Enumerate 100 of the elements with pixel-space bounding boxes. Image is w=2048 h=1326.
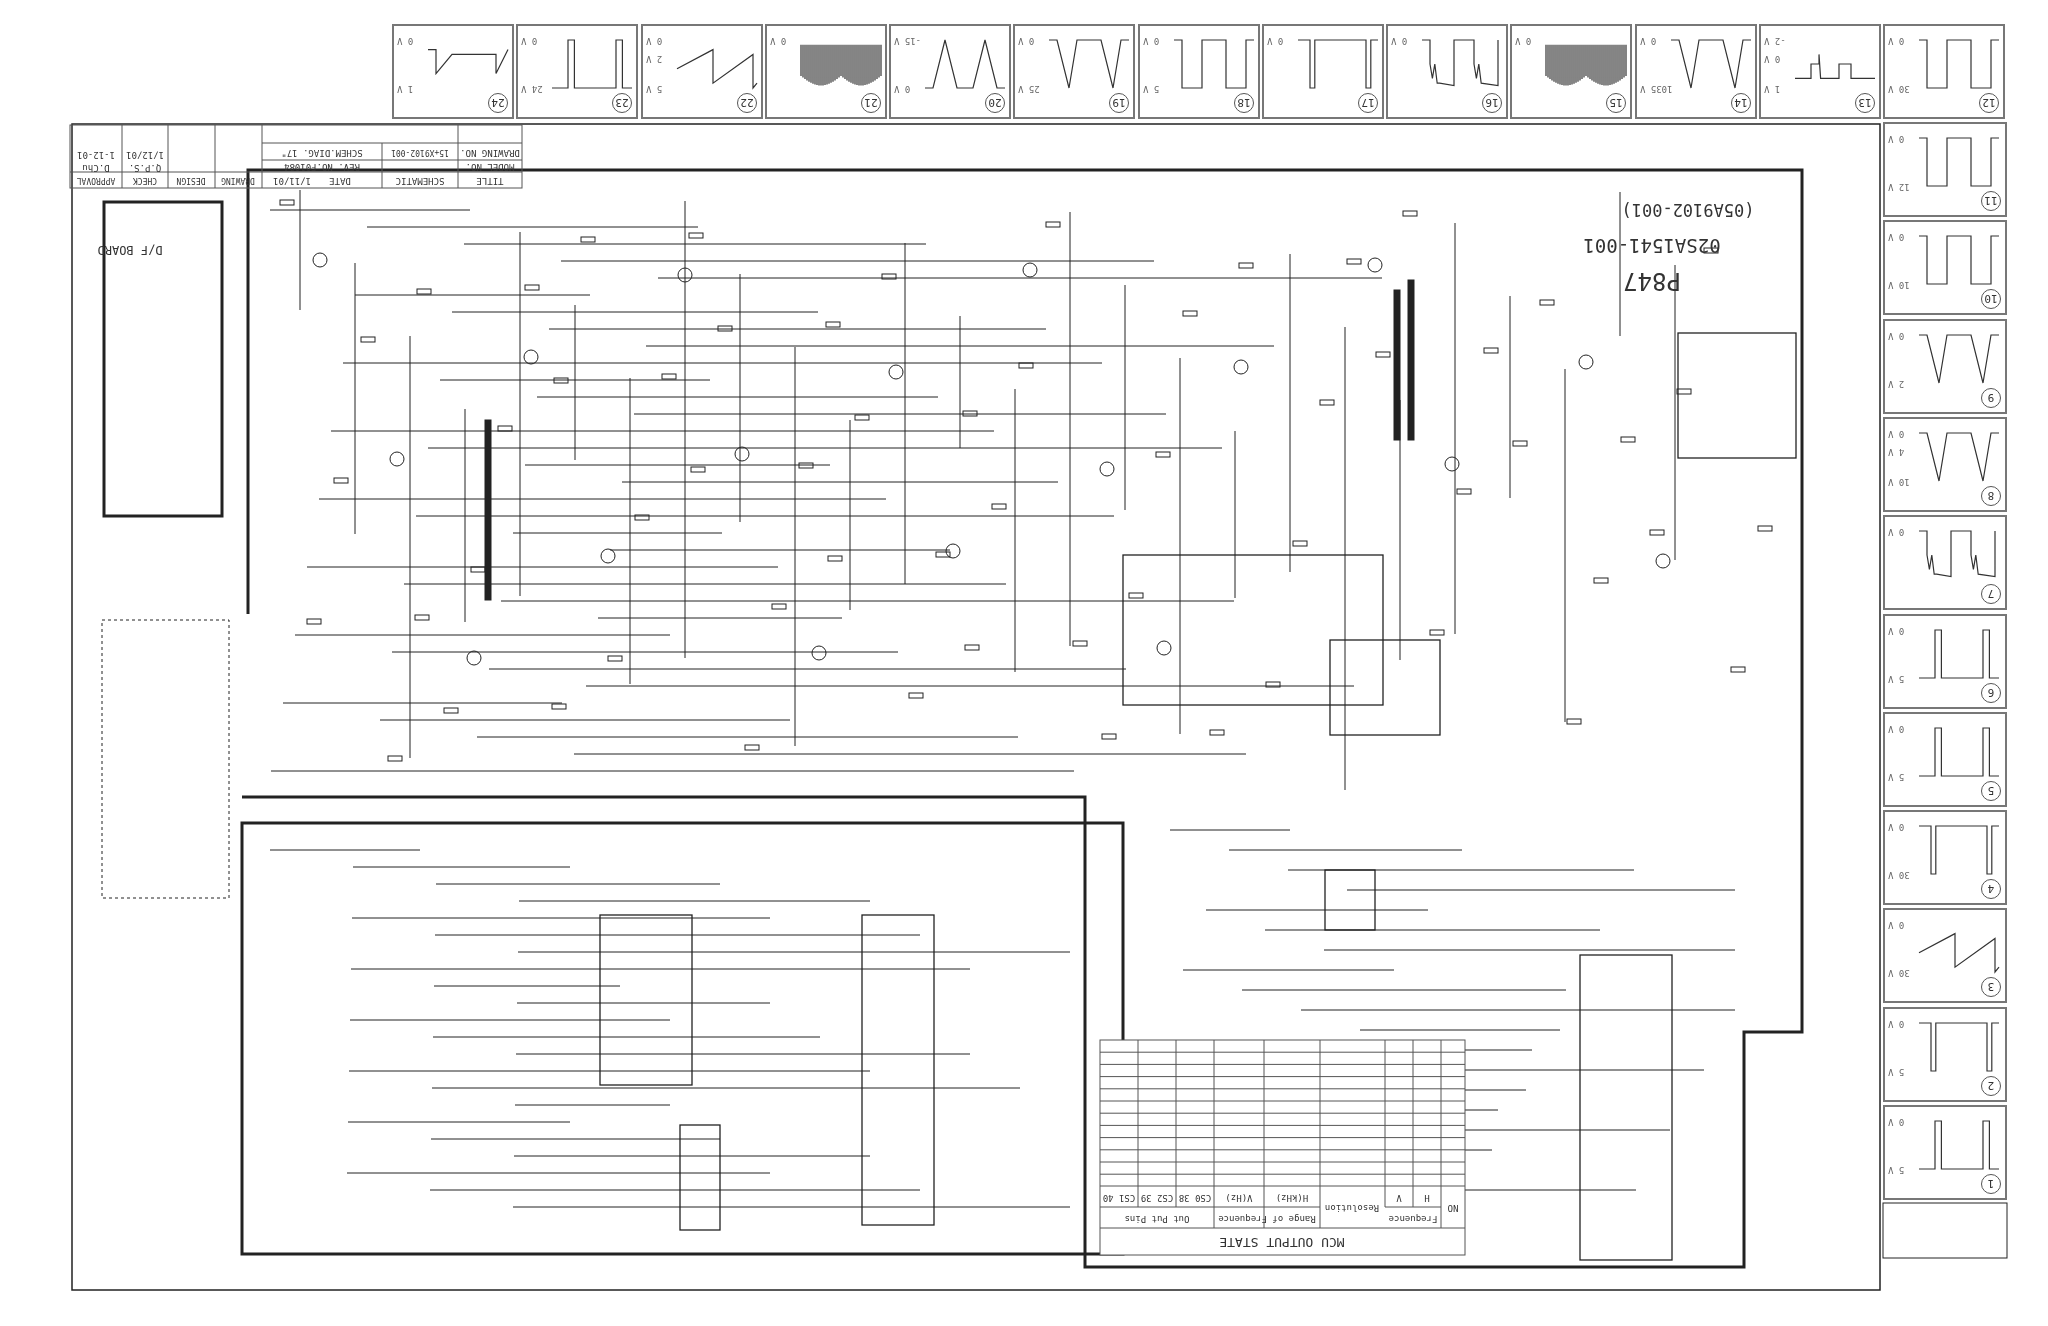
voltage-label: 30 V xyxy=(1888,84,1910,94)
voltage-label: 5 V xyxy=(1888,673,1905,684)
waveform-panel xyxy=(1883,318,2007,414)
table-title: MCU OUTPUT STATE xyxy=(1219,1235,1345,1249)
waveform-panel xyxy=(1758,24,1881,119)
voltage-label: 0 V xyxy=(1888,134,1905,144)
voltage-label: 0 V xyxy=(1888,822,1905,833)
voltage-label: 0 V xyxy=(1888,1117,1905,1127)
table-header: H(kHz) xyxy=(1275,1192,1309,1202)
waveform-panel xyxy=(1510,24,1633,119)
date-text: 1/11/01 xyxy=(273,175,311,185)
voltage-label: 30 V xyxy=(1888,968,1910,979)
table-header: Frequence xyxy=(1388,1213,1438,1223)
voltage-label: 0 V xyxy=(521,36,538,46)
title-block-text: TITLE xyxy=(476,175,504,185)
voltage-label: 4 V xyxy=(1888,446,1905,457)
waveform-panel xyxy=(1013,24,1136,119)
waveform-panel xyxy=(1883,122,2007,217)
voltage-label: 24 V xyxy=(521,84,543,94)
table-header: CS0 38 xyxy=(1178,1192,1212,1202)
voltage-label: 0 V xyxy=(1888,232,1905,243)
voltage-label: 0 V xyxy=(1639,36,1656,46)
voltage-label: 1 V xyxy=(1763,84,1780,94)
signature-text: D.Chu xyxy=(82,162,110,172)
voltage-label: 0 V xyxy=(1888,330,1905,341)
table-header: Out Put Pins xyxy=(1124,1213,1190,1223)
waveform-panel xyxy=(1137,24,1260,119)
voltage-label: 0 V xyxy=(1888,920,1905,931)
part-number: (05A9102-001) xyxy=(1621,200,1755,218)
title-block-text: APPROVAL xyxy=(76,176,116,184)
title-block-text: CHECK xyxy=(132,176,158,184)
title-block-text: DATE xyxy=(329,175,351,185)
voltage-label: 0 V xyxy=(397,36,414,46)
title-block-text: SCHEM.DIAG. 17" xyxy=(281,147,363,157)
waveform-panel xyxy=(1883,1105,2007,1200)
voltage-label: 0 V xyxy=(1888,428,1905,439)
revision-text: REV. NO.F01084 xyxy=(284,161,360,171)
waveform-panel xyxy=(516,24,639,119)
table-header: H xyxy=(1424,1192,1430,1202)
voltage-label: 1 V xyxy=(397,84,414,94)
voltage-label: 10 V xyxy=(1888,476,1910,487)
table-header: CS1 40 xyxy=(1102,1192,1136,1202)
voltage-label: 0 V xyxy=(1018,36,1035,46)
waveform-panel xyxy=(889,24,1011,119)
voltage-label: 0 V xyxy=(645,36,662,46)
title-block-text: DESIGN xyxy=(176,176,206,184)
voltage-label: 12 V xyxy=(1888,182,1910,192)
voltage-label: 0 V xyxy=(769,36,786,46)
voltage-label: 0 V xyxy=(1888,625,1905,636)
board-label: D/F BOARD xyxy=(97,244,163,256)
table-header: V(Hz) xyxy=(1225,1192,1253,1202)
signature-text: Q.P.S. xyxy=(128,162,162,172)
title-block-text: DRAWING xyxy=(221,176,255,184)
voltage-label: 5 V xyxy=(645,84,662,94)
voltage-label: 30 V xyxy=(1888,870,1910,881)
voltage-label: 0 V xyxy=(894,84,911,94)
voltage-label: 2 V xyxy=(645,54,662,64)
waveform-panel xyxy=(640,24,763,119)
voltage-label: -15 V xyxy=(894,36,922,46)
waveform-panel xyxy=(1883,515,2007,611)
waveform-panel xyxy=(1883,416,2007,512)
voltage-label: 0 V xyxy=(1515,36,1532,46)
waveform-panel xyxy=(1261,24,1384,119)
waveform-panel xyxy=(1634,24,1757,119)
waveform-panel xyxy=(1883,908,2007,1004)
waveform-panel xyxy=(1883,24,2005,119)
title-block-text: MODEL NO. xyxy=(465,161,515,171)
table-header: V xyxy=(1396,1192,1402,1202)
board-label: P847 xyxy=(1623,269,1681,293)
voltage-label: 25 V xyxy=(1018,84,1040,94)
waveform-panel xyxy=(1883,711,2007,807)
voltage-label: 1035 V xyxy=(1639,84,1672,94)
voltage-label: 0 V xyxy=(1266,36,1283,46)
date-text: 1-12-01 xyxy=(77,149,115,159)
part-number: 02SA1541-001 xyxy=(1583,235,1721,255)
voltage-label: 0 V xyxy=(1142,36,1159,46)
title-block-text: DRAWING NO. xyxy=(460,147,520,157)
voltage-label: 0 V xyxy=(1391,36,1408,46)
waveform-panel xyxy=(764,24,887,119)
table-header: CS2 39 xyxy=(1140,1192,1174,1202)
voltage-label: 0 V xyxy=(1888,36,1905,46)
voltage-label: 5 V xyxy=(1888,771,1905,782)
voltage-label: 5 V xyxy=(1888,1165,1905,1175)
waveform-panel xyxy=(1883,613,2007,709)
drawing-number: 15+X9102-001 xyxy=(391,148,449,156)
title-block-text: SCHEMATIC xyxy=(395,175,445,185)
voltage-label: 10 V xyxy=(1888,280,1910,291)
waveform-panel xyxy=(392,24,514,119)
voltage-label: 2 V xyxy=(1888,378,1905,389)
voltage-label: -2 V xyxy=(1763,36,1786,46)
table-header: Range of Frequence xyxy=(1218,1213,1316,1223)
voltage-label: 0 V xyxy=(1888,1018,1905,1029)
date-text: 1/12/01 xyxy=(126,149,164,159)
table-header: Resolution xyxy=(1324,1202,1380,1212)
waveform-panel xyxy=(1883,220,2007,316)
voltage-label: 5 V xyxy=(1888,1066,1905,1077)
voltage-label: 5 V xyxy=(1142,84,1159,94)
voltage-label: 0 V xyxy=(1763,54,1780,64)
waveform-panel xyxy=(1386,24,1508,119)
waveform-panel xyxy=(1883,1006,2007,1102)
